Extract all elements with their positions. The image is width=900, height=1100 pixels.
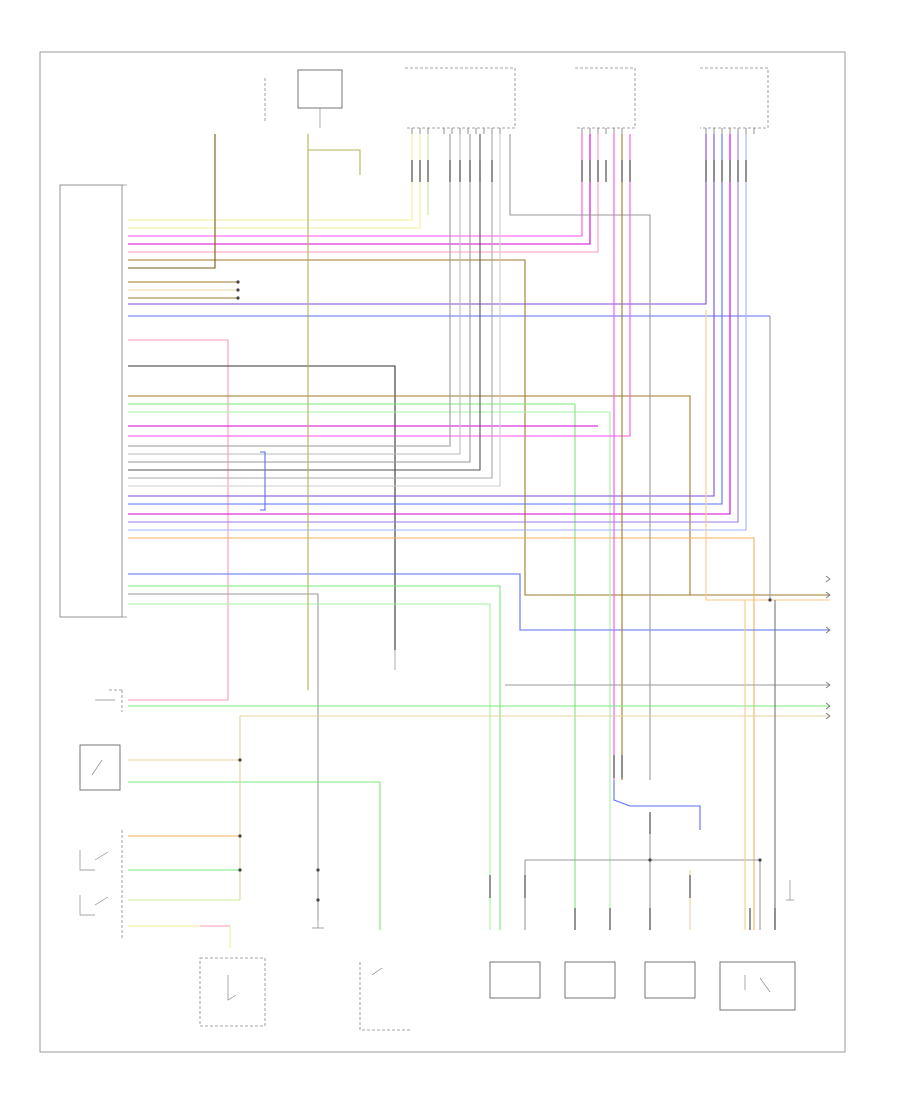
wires (128, 134, 830, 948)
off-page-arrows (825, 575, 831, 720)
transmission-control-module (59, 184, 127, 618)
wire-gray (128, 134, 471, 463)
wire-blue (128, 134, 723, 505)
wire-tan (128, 716, 241, 761)
wire-light-green (128, 411, 611, 930)
wire-gray (509, 134, 651, 780)
wire-magenta (128, 134, 731, 515)
brake-switch (312, 920, 324, 929)
wire-blue-routing (613, 780, 701, 830)
transmission-range-switch (79, 744, 121, 791)
wire-violet (128, 134, 739, 523)
wire-blue (128, 573, 830, 631)
wire-green (128, 781, 381, 930)
clutch-switch (359, 962, 410, 1031)
connector-stubs (411, 160, 776, 930)
wire-blue-bracket (260, 451, 266, 511)
wire-pink (128, 339, 229, 701)
wire-yellow (128, 134, 413, 221)
wire-gray (128, 134, 451, 447)
wire-blue (128, 134, 747, 531)
instrument-cluster (405, 67, 516, 129)
lockup-solenoid (199, 957, 266, 1027)
wire-pink (128, 134, 631, 437)
wire-gray (128, 134, 461, 455)
shift-solenoids (719, 880, 796, 1011)
relay-block (297, 69, 343, 128)
wire-violet (128, 134, 707, 305)
wire-light-green (128, 603, 491, 930)
wire-yellow (128, 134, 421, 229)
diagram-frame (39, 51, 846, 1053)
wire-pink (128, 134, 583, 237)
splices (236, 280, 772, 902)
wire-yellow (128, 925, 231, 948)
wire-gray (128, 134, 501, 487)
wire-brown (128, 259, 830, 596)
wire-black (128, 134, 481, 471)
wire-red (128, 134, 599, 253)
output-speed-sensor (489, 961, 541, 999)
wire-orange (705, 310, 830, 601)
engine-ecm (575, 67, 636, 129)
trans-temp-sensor (564, 961, 616, 999)
top-connector-pins (411, 128, 755, 134)
wire-gray (128, 593, 319, 920)
throttle-position-sensor (95, 689, 123, 712)
wire-orange (128, 537, 755, 930)
wire-green (128, 403, 576, 930)
wire-olive (307, 134, 361, 175)
wire-black (128, 365, 396, 650)
data-link-connector (700, 67, 769, 129)
pressure-switch-group (79, 830, 123, 940)
wire-gray (525, 859, 761, 930)
wire-green (128, 585, 501, 930)
wire-violet (128, 134, 715, 497)
input-speed-sensor (644, 961, 696, 999)
wire-dark-brown (128, 134, 216, 269)
wire-gray (128, 134, 493, 479)
